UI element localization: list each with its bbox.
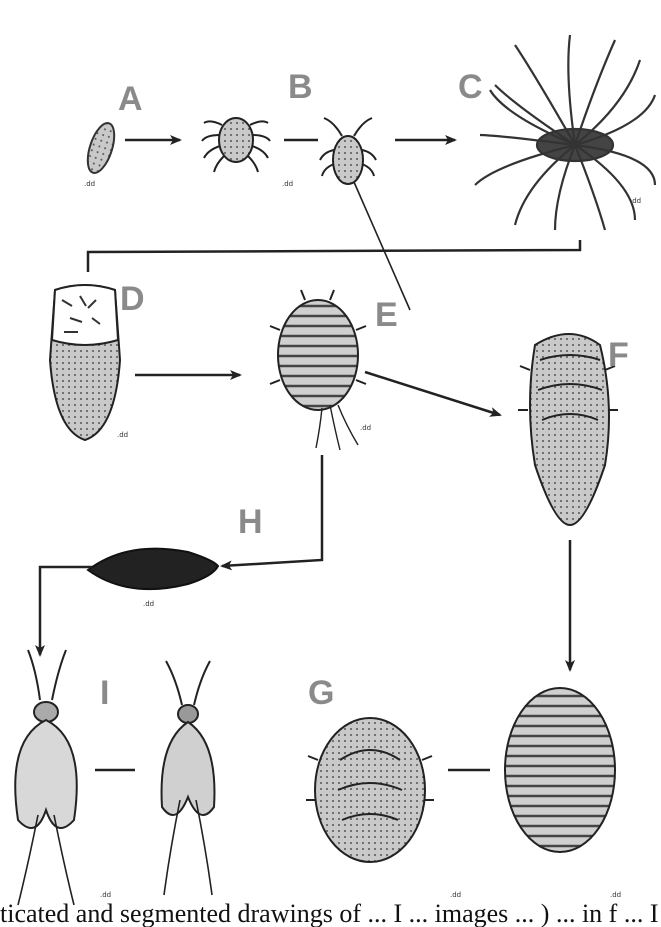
- label-c: C: [458, 70, 483, 104]
- egg-stage-drawing: [83, 120, 120, 176]
- arrow-h-to-i: [40, 567, 92, 655]
- scale-mark-i: .dd: [100, 891, 111, 899]
- adult-winged-right-drawing: [162, 661, 215, 895]
- stage-g-right-drawing: [505, 688, 615, 852]
- arrow-e-to-h: [222, 455, 322, 566]
- label-h: H: [238, 505, 263, 539]
- scale-mark-e: .dd: [360, 424, 371, 432]
- stage-g-left-drawing: [306, 718, 434, 862]
- connector-c-to-d: [88, 240, 580, 272]
- label-f: F: [608, 338, 629, 372]
- scale-mark-b: .dd: [282, 180, 293, 188]
- second-nymph-drawing: [320, 118, 410, 310]
- scale-mark-g-right: .dd: [610, 891, 621, 899]
- label-b: B: [288, 70, 313, 104]
- label-a: A: [118, 82, 143, 116]
- scale-mark-h: .dd: [143, 600, 154, 608]
- label-i: I: [100, 676, 109, 710]
- figure-caption: ticated and segmented drawings of ... I …: [0, 900, 661, 927]
- scale-mark-g-left: .dd: [450, 891, 461, 899]
- label-e: E: [375, 298, 398, 332]
- scale-mark-d: .dd: [117, 431, 128, 439]
- arrow-e-to-f: [365, 372, 500, 415]
- scale-mark-c: .dd: [630, 197, 641, 205]
- crawler-nymph-drawing: [202, 118, 270, 172]
- stage-d-drawing: [50, 285, 120, 440]
- label-g: G: [308, 676, 334, 710]
- label-d: D: [120, 282, 145, 316]
- waxy-filament-stage-drawing: [475, 35, 655, 230]
- adult-winged-left-drawing: [15, 650, 77, 905]
- stage-h-drawing: [88, 549, 218, 590]
- scale-mark-a: .dd: [84, 180, 95, 188]
- stage-f-drawing: [518, 334, 618, 525]
- stage-e-drawing: [270, 290, 366, 450]
